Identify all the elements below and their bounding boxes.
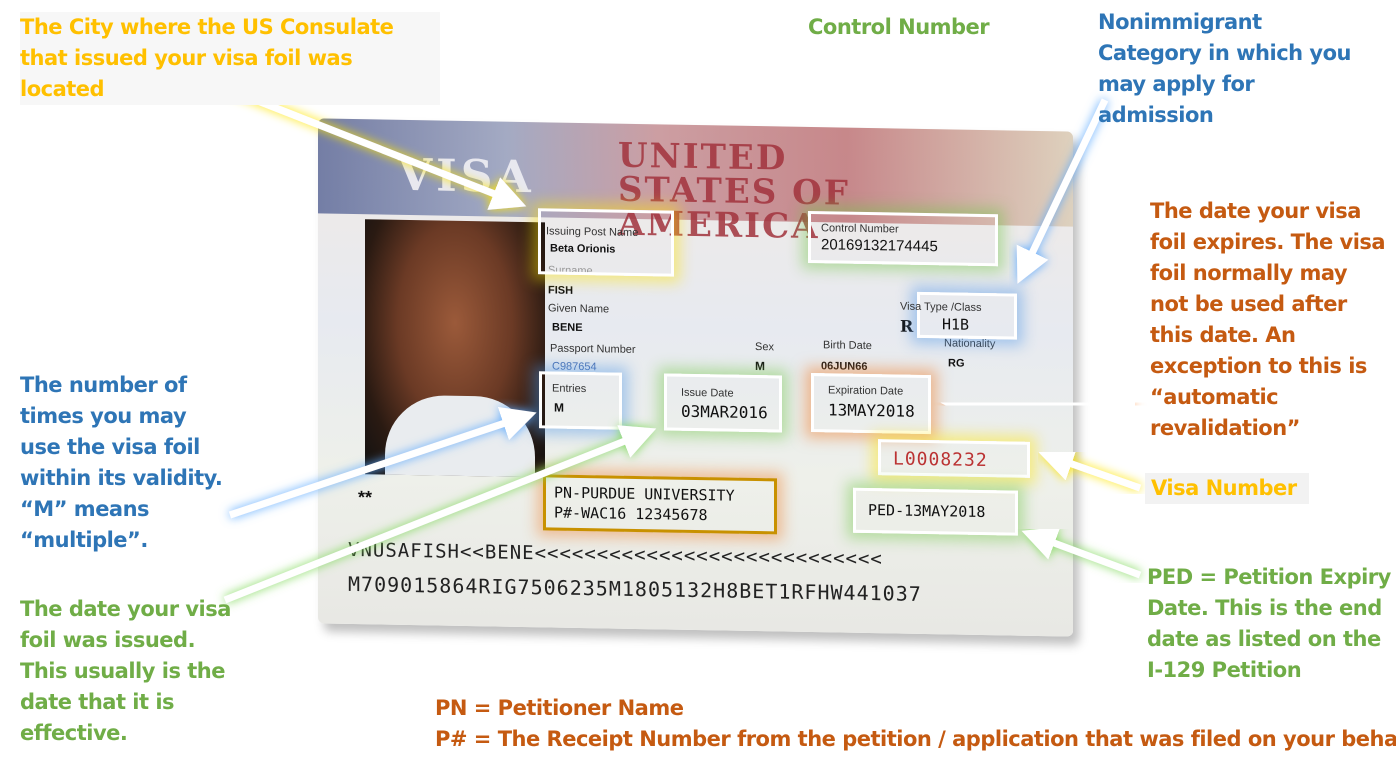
arrow-entries — [228, 406, 537, 519]
note-petitioner-name: PN = Petitioner Name — [435, 696, 684, 720]
note-ped: PED = Petition Expiry Date. This is the … — [1147, 565, 1391, 682]
arrow-issuing-post — [223, 84, 527, 210]
note-expiration: The date your visa foil expires. The vis… — [1150, 199, 1386, 440]
note-receipt-number: P# = The Receipt Number from the petitio… — [435, 727, 1396, 751]
note-control-number: Control Number — [808, 15, 990, 39]
note-category: Nonimmigrant Category in which you may a… — [1098, 10, 1351, 127]
arrow-ped — [1021, 526, 1142, 579]
arrow-expiration — [940, 385, 1136, 421]
arrow-visa-number — [1038, 447, 1142, 492]
note-entries: The number of times you may use the visa… — [20, 373, 223, 552]
note-issuing-post: The City where the US Consulate that iss… — [20, 12, 440, 105]
arrow-category — [1016, 98, 1109, 284]
note-issue-date: The date your visa foil was issued. This… — [20, 597, 231, 745]
note-visa-number: Visa Number — [1145, 473, 1309, 504]
arrow-issue-date — [223, 425, 657, 604]
